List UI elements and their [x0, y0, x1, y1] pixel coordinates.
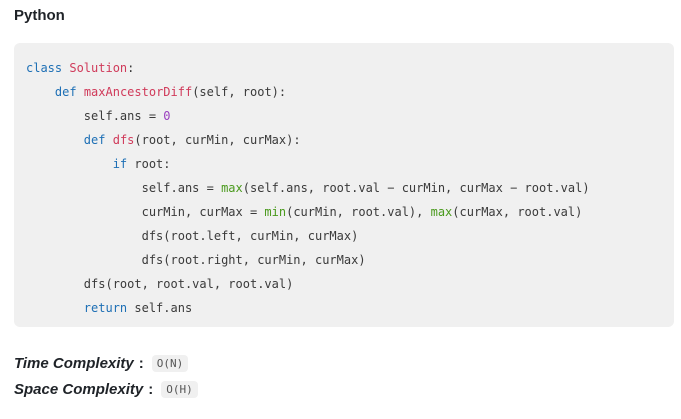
code-line: self.ans = max(self.ans, root.val − curM…: [26, 176, 674, 200]
time-complexity: Time Complexity : O(N): [14, 352, 189, 374]
code-function-name: dfs: [112, 133, 135, 147]
time-complexity-value: O(N): [151, 354, 189, 372]
code-line: dfs(root.right, curMin, curMax): [26, 248, 674, 272]
code-keyword: class: [26, 61, 63, 75]
complexity-separator: :: [148, 380, 154, 398]
code-text: root:: [127, 157, 171, 171]
code-text: (curMin, root.val),: [286, 205, 431, 219]
space-complexity-label: Space Complexity: [14, 380, 144, 398]
language-heading: Python: [14, 7, 65, 24]
code-text: self.ans =: [83, 109, 164, 123]
code-class-name: Solution: [69, 61, 128, 75]
space-complexity-value: O(H): [161, 380, 198, 398]
time-complexity-label: Time Complexity: [14, 354, 134, 372]
code-number: 0: [163, 109, 171, 123]
code-text: dfs(root.left, curMin, curMax): [141, 229, 359, 243]
code-builtin: max: [221, 181, 243, 195]
code-line: dfs(root, root.val, root.val): [26, 272, 674, 296]
code-text: (root, curMin, curMax):: [134, 133, 301, 147]
code-text: dfs(root.right, curMin, curMax): [141, 253, 366, 267]
code-line: return self.ans: [26, 296, 674, 320]
code-line: dfs(root.left, curMin, curMax): [26, 224, 674, 248]
code-line: self.ans = 0: [26, 104, 674, 128]
complexity-separator: :: [138, 354, 144, 372]
code-block: class Solution: def maxAncestorDiff(self…: [14, 43, 674, 327]
code-text: curMin, curMax =: [141, 205, 265, 219]
code-keyword: def: [54, 85, 77, 99]
code-builtin: min: [264, 205, 287, 219]
code-text: dfs(root, root.val, root.val): [83, 277, 294, 291]
code-text: (self.ans, root.val − curMin, curMax − r…: [242, 181, 590, 195]
code-text: :: [127, 61, 135, 75]
code-function-name: maxAncestorDiff: [83, 85, 193, 99]
code-line: def dfs(root, curMin, curMax):: [26, 128, 674, 152]
code-line: class Solution:: [26, 56, 674, 80]
code-line: if root:: [26, 152, 674, 176]
code-keyword: return: [83, 301, 128, 315]
code-builtin: max: [430, 205, 453, 219]
code-text: (self, root):: [192, 85, 287, 99]
code-text: (curMax, root.val): [452, 205, 583, 219]
code-keyword: if: [112, 157, 128, 171]
code-line: def maxAncestorDiff(self, root):: [26, 80, 674, 104]
space-complexity: Space Complexity : O(H): [14, 378, 198, 400]
code-text: self.ans =: [141, 181, 222, 195]
code-text: self.ans: [127, 301, 193, 315]
code-line: curMin, curMax = min(curMin, root.val), …: [26, 200, 674, 224]
code-keyword: def: [83, 133, 106, 147]
